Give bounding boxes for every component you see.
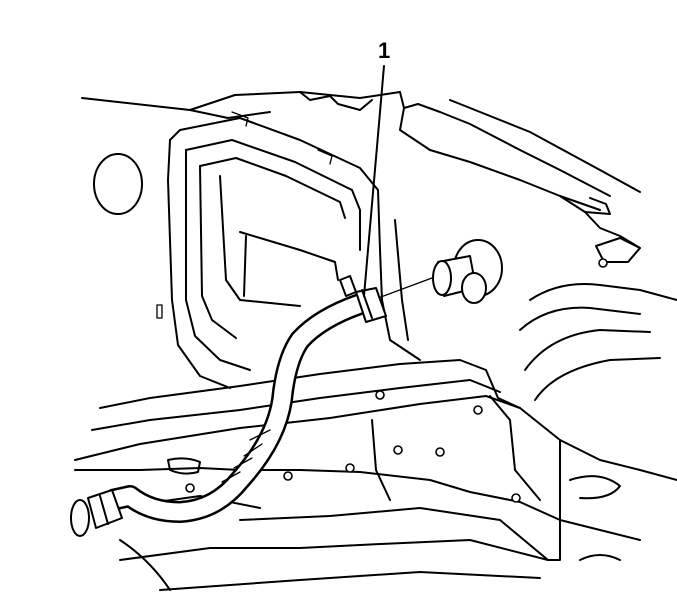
upper-body-panel [81,91,641,249]
callout-1-leader [363,65,385,297]
lower-hose-connector [70,489,123,537]
heater-hose [109,293,364,523]
callout-1-label: 1 [378,38,391,63]
body-round-hole [93,153,143,215]
right-body-structure [379,219,677,401]
frame-crossmember [74,359,677,591]
heater-core-pipe [432,239,503,304]
air-duct-frame [156,111,381,389]
removal-direction-line [377,277,433,299]
